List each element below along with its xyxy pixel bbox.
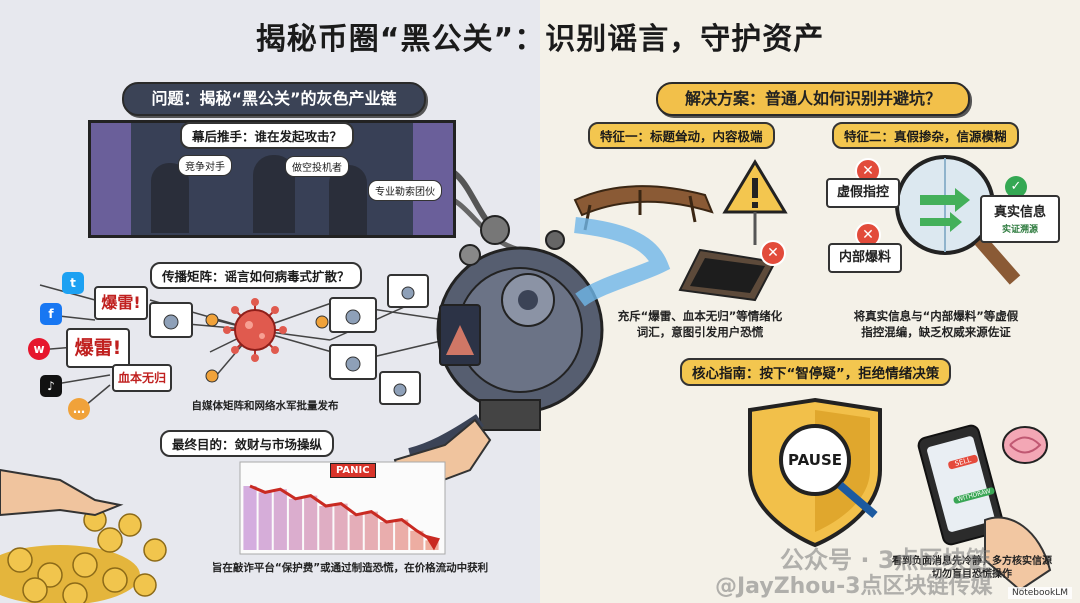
weibo-icon: w bbox=[28, 338, 50, 360]
final-goal-caption: 旨在敲诈平台“保护费”或通过制造恐慌，在价格流动中获利 bbox=[211, 562, 489, 574]
brain-icon bbox=[1002, 426, 1048, 464]
author-watermark: @JayZhou-3点区块链传媒 bbox=[715, 574, 993, 599]
core-guide-label: 核心指南：按下“智停疑”，拒绝情绪决策 bbox=[680, 358, 952, 386]
tiktok-icon: ♪ bbox=[40, 375, 62, 397]
pause-shield-icon bbox=[748, 397, 882, 548]
warning-sign-icon bbox=[722, 159, 788, 245]
fake-accusation-card: 虚假指控 bbox=[826, 178, 900, 208]
broken-bridge-illustration bbox=[573, 185, 777, 307]
insider-leak-card: 内部爆料 bbox=[828, 243, 902, 273]
feature-two-caption-line: 将真实信息与“内部爆料”等虚假 bbox=[853, 309, 1019, 323]
real-info-card: 真实信息 实证溯源 bbox=[980, 195, 1060, 243]
panic-sign: PANIC bbox=[330, 463, 376, 478]
core-guide-caption-line: 切勿盲目恐慌操作 bbox=[932, 569, 1012, 580]
spread-matrix-caption: 自媒体矩阵和网络水军批量发布 bbox=[191, 400, 339, 412]
account-watermark: 公众号 · 3点区块链 bbox=[780, 546, 991, 574]
feature-one-caption: 充斥“爆雷、血本无归”等情绪化 词汇，意图引发用户恐慌 bbox=[600, 308, 800, 340]
actor-label-competitor: 竞争对手 bbox=[178, 155, 232, 176]
feature-two-caption: 将真实信息与“内部爆料”等虚假 指控混编，缺乏权威来源佐证 bbox=[836, 308, 1036, 340]
real-info-label: 真实信息 bbox=[993, 205, 1046, 220]
left-section-header: 问题：揭秘“黑公关”的灰色产业链 bbox=[122, 82, 426, 116]
actor-label-extortion-gang: 专业勒索团伙 bbox=[368, 180, 442, 201]
section-label-final-goal: 最终目的：敛财与市场操纵 bbox=[160, 430, 335, 457]
facebook-icon: f bbox=[40, 303, 62, 325]
core-guide-caption-line: 看到负面消息先冷静，多方核实信源 bbox=[892, 556, 1052, 567]
core-guide-caption: 看到负面消息先冷静，多方核实信源 切勿盲目恐慌操作 bbox=[872, 555, 1072, 581]
wrong-icon: ✕ bbox=[760, 240, 786, 266]
feature-two-caption-line: 指控混编，缺乏权威来源佐证 bbox=[861, 325, 1011, 339]
left-hand-illustration bbox=[0, 468, 124, 517]
verify-source-label: 实证溯源 bbox=[1001, 225, 1038, 235]
check-icon: ✓ bbox=[1005, 176, 1027, 198]
page-title: 揭秘币圈“黑公关”：识别谣言，守护资产 bbox=[255, 22, 825, 57]
brand-watermark: NotebookLM bbox=[1007, 587, 1072, 599]
pause-text: PAUSE bbox=[788, 451, 842, 469]
twitter-icon: t bbox=[62, 272, 84, 294]
rumor-card: 爆雷! bbox=[66, 328, 130, 368]
section-label-instigators: 幕后推手：谁在发起攻击？ bbox=[180, 122, 355, 149]
feature-one-caption-line: 充斥“爆雷、血本无归”等情绪化 bbox=[617, 309, 783, 323]
feature-one-label: 特征一：标题耸动，内容极端 bbox=[588, 122, 775, 149]
actor-label-short-seller: 做空投机者 bbox=[285, 156, 349, 177]
manipulator-hand-illustration bbox=[393, 418, 492, 502]
gold-coins-illustration bbox=[0, 508, 167, 603]
rumor-card: 血本无归 bbox=[112, 364, 172, 392]
feature-two-label: 特征二：真假掺杂，信源模糊 bbox=[832, 122, 1019, 149]
stage-curtain-left bbox=[91, 123, 131, 235]
rumor-machine-illustration bbox=[436, 215, 604, 431]
rumor-card: 爆雷! bbox=[94, 286, 148, 320]
stage-curtain-right bbox=[413, 123, 453, 235]
feature-one-caption-line: 词汇，意图引发用户恐慌 bbox=[636, 325, 764, 339]
section-label-spread-matrix: 传播矩阵：谣言如何病毒式扩散？ bbox=[150, 262, 362, 289]
right-section-header: 解决方案：普通人如何识别并避坑？ bbox=[656, 82, 970, 116]
virus-icon bbox=[223, 298, 287, 362]
chat-icon: … bbox=[68, 398, 90, 420]
